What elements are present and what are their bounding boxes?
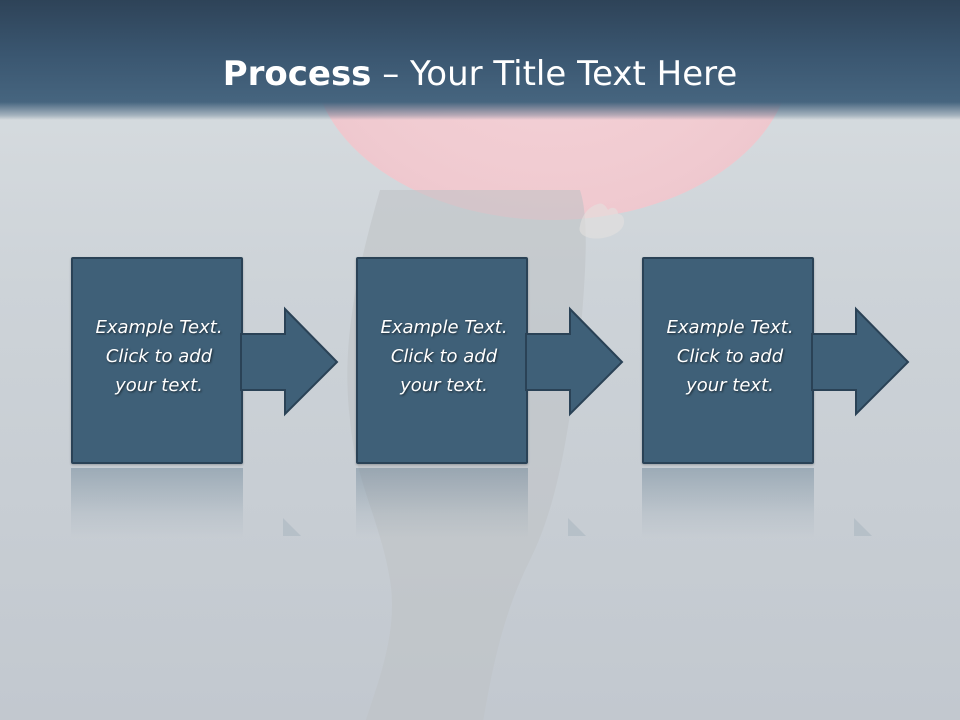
step-text-line-2: Click to add: [105, 346, 213, 367]
title-rest: – Your Title Text Here: [371, 54, 738, 94]
step-reflection: [642, 468, 912, 538]
step-text-line-1: Example Text.: [380, 317, 508, 338]
step-reflection: [356, 468, 626, 538]
step-text-line-3: your text.: [115, 375, 203, 396]
step-text-line-1: Example Text.: [95, 317, 223, 338]
step-text-line-2: Click to add: [676, 346, 784, 367]
step-reflection: [71, 468, 341, 538]
step-text-line-1: Example Text.: [666, 317, 794, 338]
arrow-right-icon: [525, 306, 624, 417]
step-box[interactable]: Example Text. Click to add your text.: [642, 257, 814, 464]
header-bar: Process – Your Title Text Here: [0, 0, 960, 120]
arrow-right-icon: [811, 306, 910, 417]
process-step-1: Example Text. Click to add your text.: [71, 257, 411, 538]
step-text-line-3: your text.: [400, 375, 488, 396]
title-bold: Process: [222, 54, 372, 94]
background-hand: [579, 203, 625, 239]
step-text[interactable]: Example Text. Click to add your text.: [646, 313, 814, 400]
step-text-line-3: your text.: [686, 375, 774, 396]
process-step-2: Example Text. Click to add your text.: [356, 257, 696, 538]
step-box[interactable]: Example Text. Click to add your text.: [356, 257, 528, 464]
step-text[interactable]: Example Text. Click to add your text.: [360, 313, 528, 400]
step-text[interactable]: Example Text. Click to add your text.: [75, 313, 243, 400]
slide-title[interactable]: Process – Your Title Text Here: [0, 52, 960, 96]
step-box[interactable]: Example Text. Click to add your text.: [71, 257, 243, 464]
arrow-right-icon: [240, 306, 339, 417]
step-text-line-2: Click to add: [390, 346, 498, 367]
process-step-3: Example Text. Click to add your text.: [642, 257, 960, 538]
